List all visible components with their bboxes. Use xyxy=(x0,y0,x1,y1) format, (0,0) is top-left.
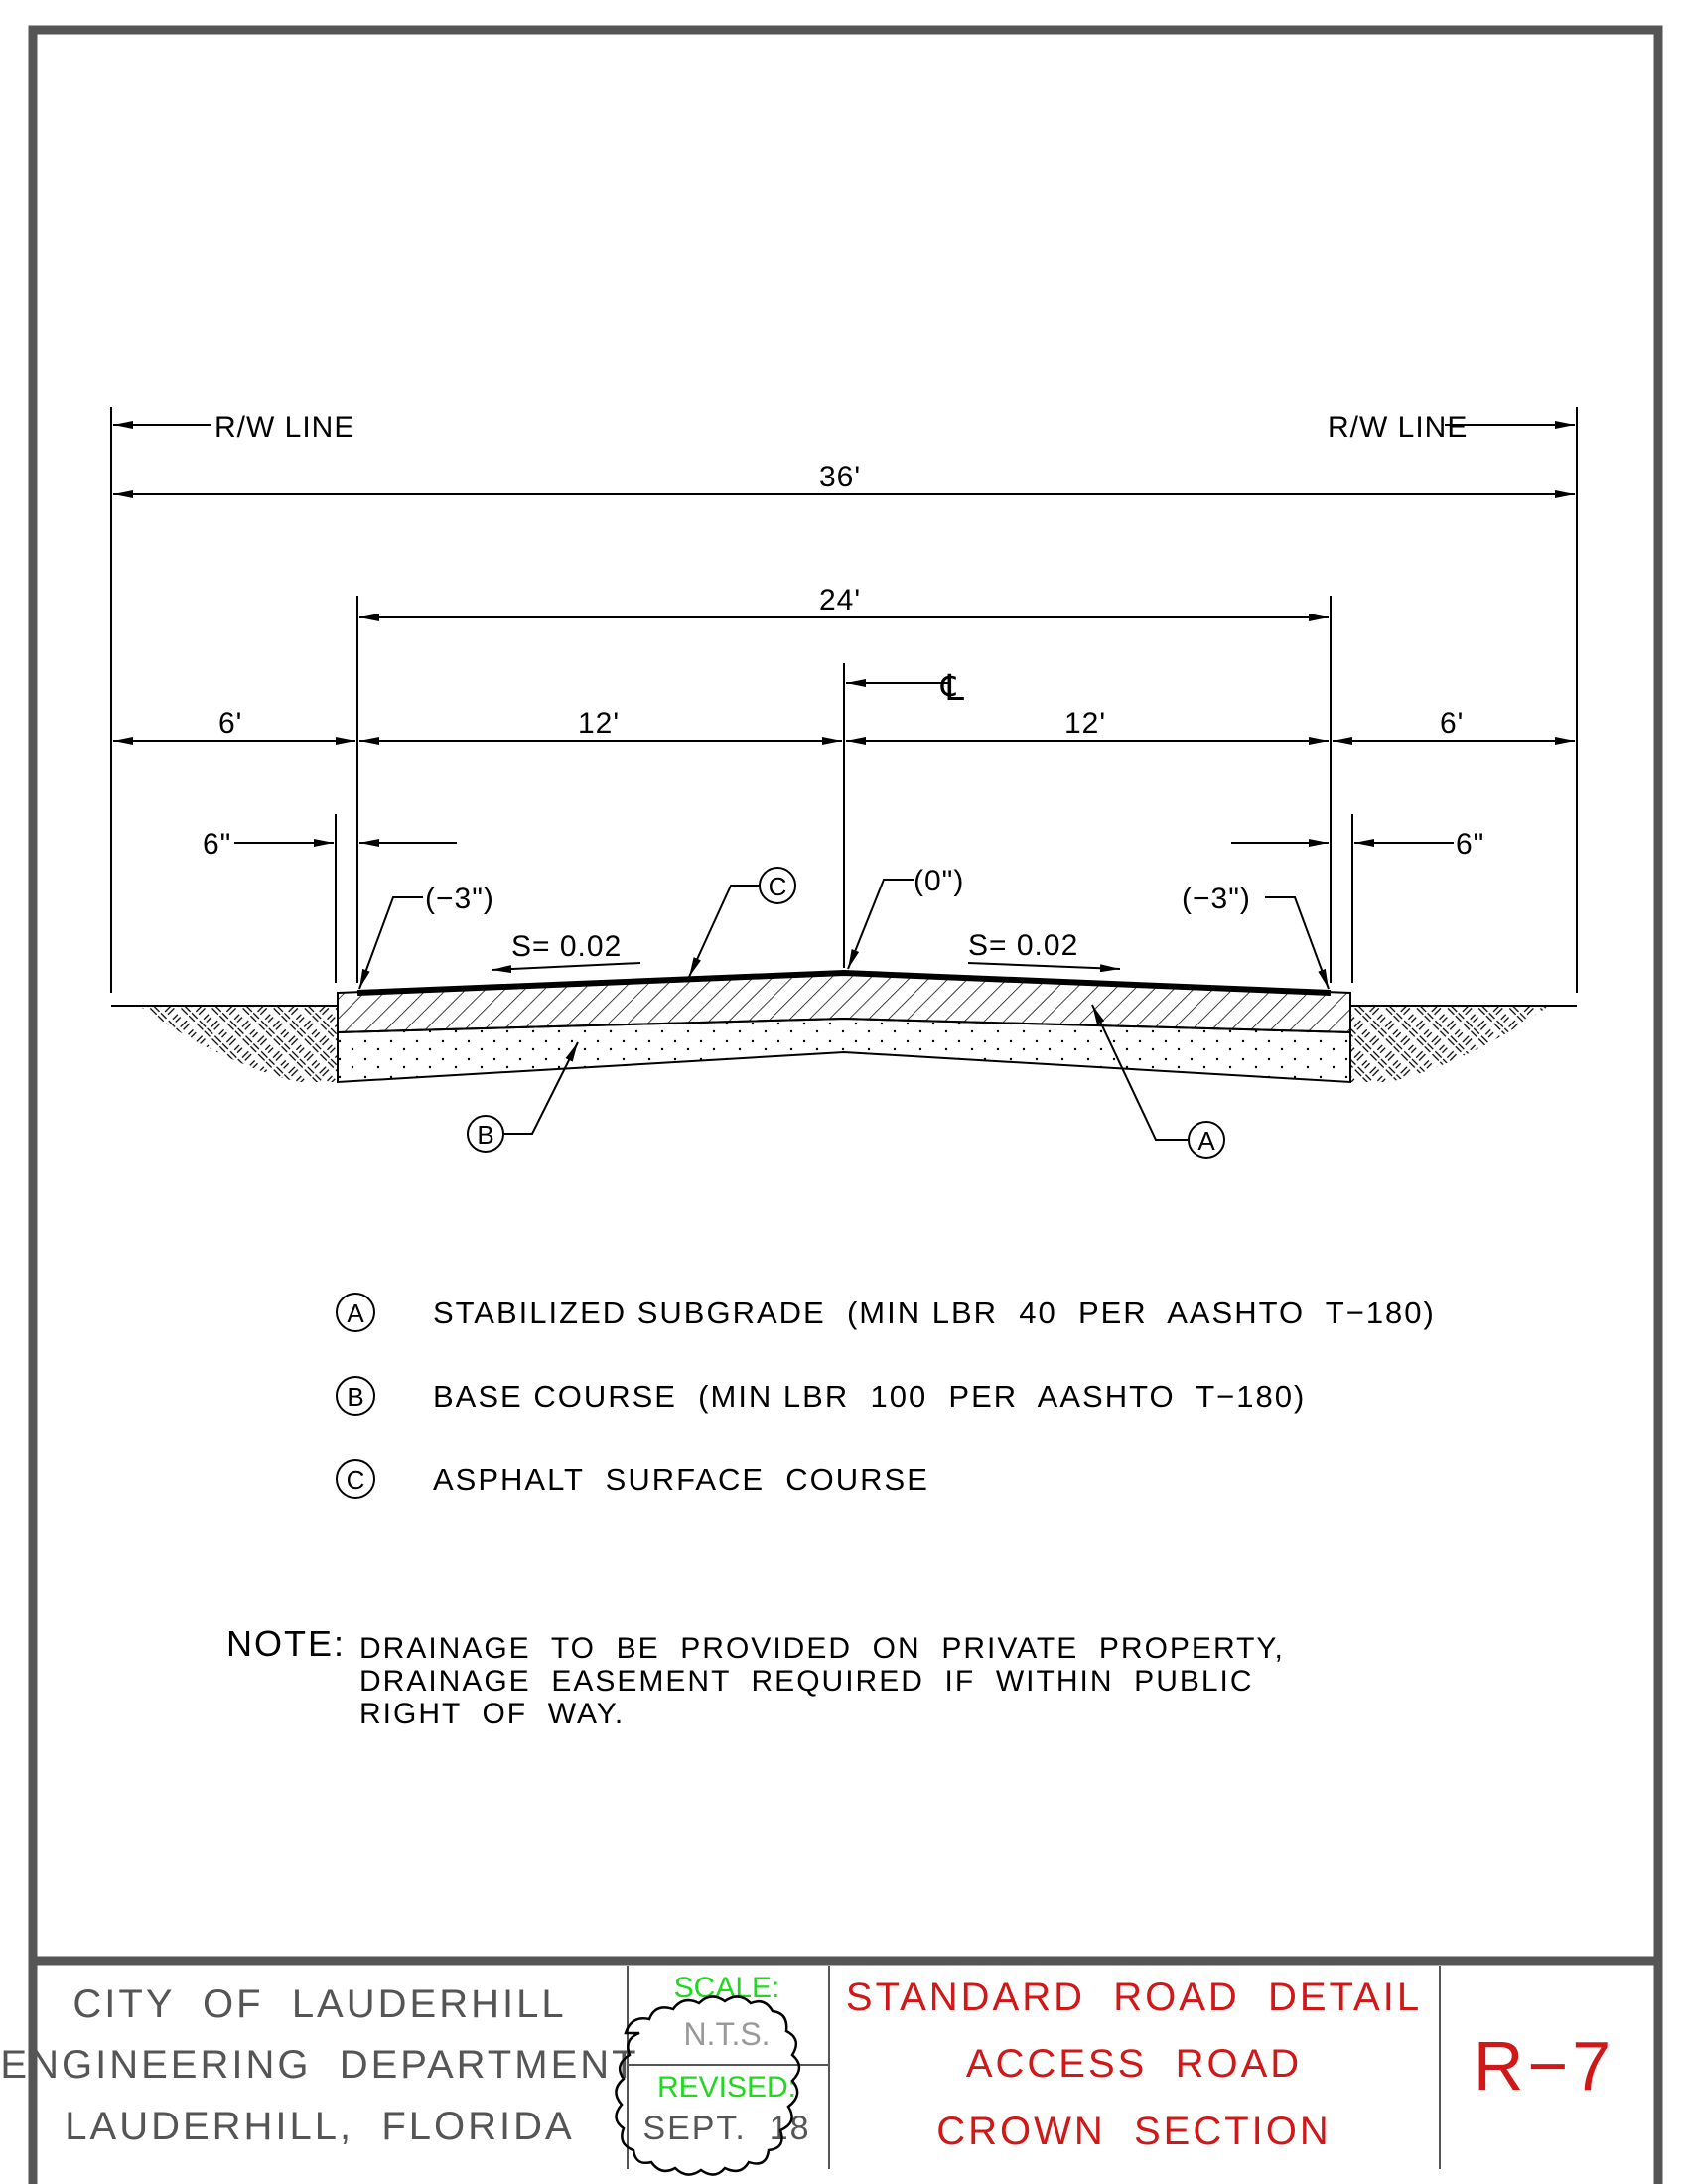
callout-a-bubble xyxy=(1188,1121,1225,1159)
dim-total-width: 36' xyxy=(819,461,861,493)
note-block: NOTE: DRAINAGE TO BE PROVIDED ON PRIVATE… xyxy=(226,1623,1285,1730)
asphalt-surface-course xyxy=(356,969,1332,996)
legend-bubble-a xyxy=(336,1293,375,1332)
elev-leader-left xyxy=(358,896,423,990)
legend-item-c: C ASPHALT SURFACE COURSE xyxy=(336,1459,929,1499)
sheet-number: R−7 xyxy=(1474,2027,1615,2105)
legend-text-b: BASE COURSE (MIN LBR 100 PER AASHTO T−18… xyxy=(433,1379,1306,1414)
dim-left-shoulder: 6' xyxy=(218,707,242,740)
callout-c-bubble xyxy=(759,867,796,904)
legend-text-c: ASPHALT SURFACE COURSE xyxy=(433,1462,929,1497)
callout-b-letter: B xyxy=(477,1120,493,1150)
slope-arrow-right xyxy=(967,962,1121,973)
elev-right-edge: (−3") xyxy=(1182,883,1251,915)
elev-leader-crown xyxy=(847,879,914,970)
road-cross-section: R/W LINE R/W LINE 36' 24' ℄ 6' 12' 12' 6… xyxy=(110,407,1578,1159)
revision-cloud xyxy=(615,1995,801,2176)
elev-leader-right xyxy=(1265,896,1330,990)
dim-pavement-width: 24' xyxy=(819,584,861,616)
soil-hatch-right xyxy=(1350,1006,1549,1082)
legend-key-a: A xyxy=(347,1298,364,1328)
callout-b-bubble xyxy=(467,1115,504,1153)
callout-a-letter: A xyxy=(1197,1126,1215,1156)
legend-key-b: B xyxy=(347,1382,363,1412)
legend-item-b: B BASE COURSE (MIN LBR 100 PER AASHTO T−… xyxy=(336,1376,1306,1416)
dim-right-lane: 12' xyxy=(1064,707,1106,740)
dim-left-lane: 12' xyxy=(578,707,620,740)
soil-hatch-left xyxy=(139,1006,338,1082)
drawing-title-line-1: STANDARD ROAD DETAIL xyxy=(846,1976,1422,2019)
drawing-title-line-2: ACCESS ROAD xyxy=(966,2042,1302,2086)
note-line-2: DRAINAGE EASEMENT REQUIRED IF WITHIN PUB… xyxy=(359,1665,1254,1698)
org-line-2: ENGINEERING DEPARTMENT xyxy=(0,2043,638,2087)
legend-bubble-b xyxy=(336,1376,375,1416)
dim-right-offset: 6" xyxy=(1456,828,1484,861)
note-line-3: RIGHT OF WAY. xyxy=(359,1698,625,1730)
slope-label-left: S= 0.02 xyxy=(511,930,622,963)
note-label: NOTE: xyxy=(226,1623,346,1664)
org-line-1: CITY OF LAUDERHILL xyxy=(72,1982,566,2026)
title-block: CITY OF LAUDERHILL ENGINEERING DEPARTMEN… xyxy=(0,1956,1658,2176)
elev-crown: (0") xyxy=(914,865,964,897)
note-line-1: DRAINAGE TO BE PROVIDED ON PRIVATE PROPE… xyxy=(359,1632,1285,1665)
centerline-symbol: ℄ xyxy=(940,667,964,708)
slope-label-right: S= 0.02 xyxy=(968,929,1078,962)
callout-c-leader xyxy=(688,885,760,978)
rw-line-label-right: R/W LINE xyxy=(1328,411,1468,444)
dim-left-offset: 6" xyxy=(203,828,231,861)
callout-a-leader xyxy=(1091,1004,1188,1141)
org-line-3: LAUDERHILL, FLORIDA xyxy=(65,2105,574,2148)
elev-left-edge: (−3") xyxy=(425,883,494,915)
legend-key-c: C xyxy=(347,1465,365,1495)
slope-arrow-left xyxy=(491,962,641,974)
sheet-border xyxy=(28,25,1663,2184)
callout-b-leader xyxy=(504,1041,579,1135)
rw-line-label-left: R/W LINE xyxy=(214,411,354,444)
legend-text-a: STABILIZED SUBGRADE (MIN LBR 40 PER AASH… xyxy=(433,1296,1436,1330)
revised-label: REVISED: xyxy=(657,2071,796,2104)
legend-bubble-c xyxy=(336,1459,375,1499)
callout-c-letter: C xyxy=(769,872,787,901)
scale-value: N.T.S. xyxy=(683,2016,770,2052)
legend-item-a: A STABILIZED SUBGRADE (MIN LBR 40 PER AA… xyxy=(336,1293,1436,1332)
dim-right-shoulder: 6' xyxy=(1440,707,1464,740)
drawing-title-line-3: CROWN SECTION xyxy=(936,2110,1332,2153)
legend: A STABILIZED SUBGRADE (MIN LBR 40 PER AA… xyxy=(336,1293,1436,1499)
